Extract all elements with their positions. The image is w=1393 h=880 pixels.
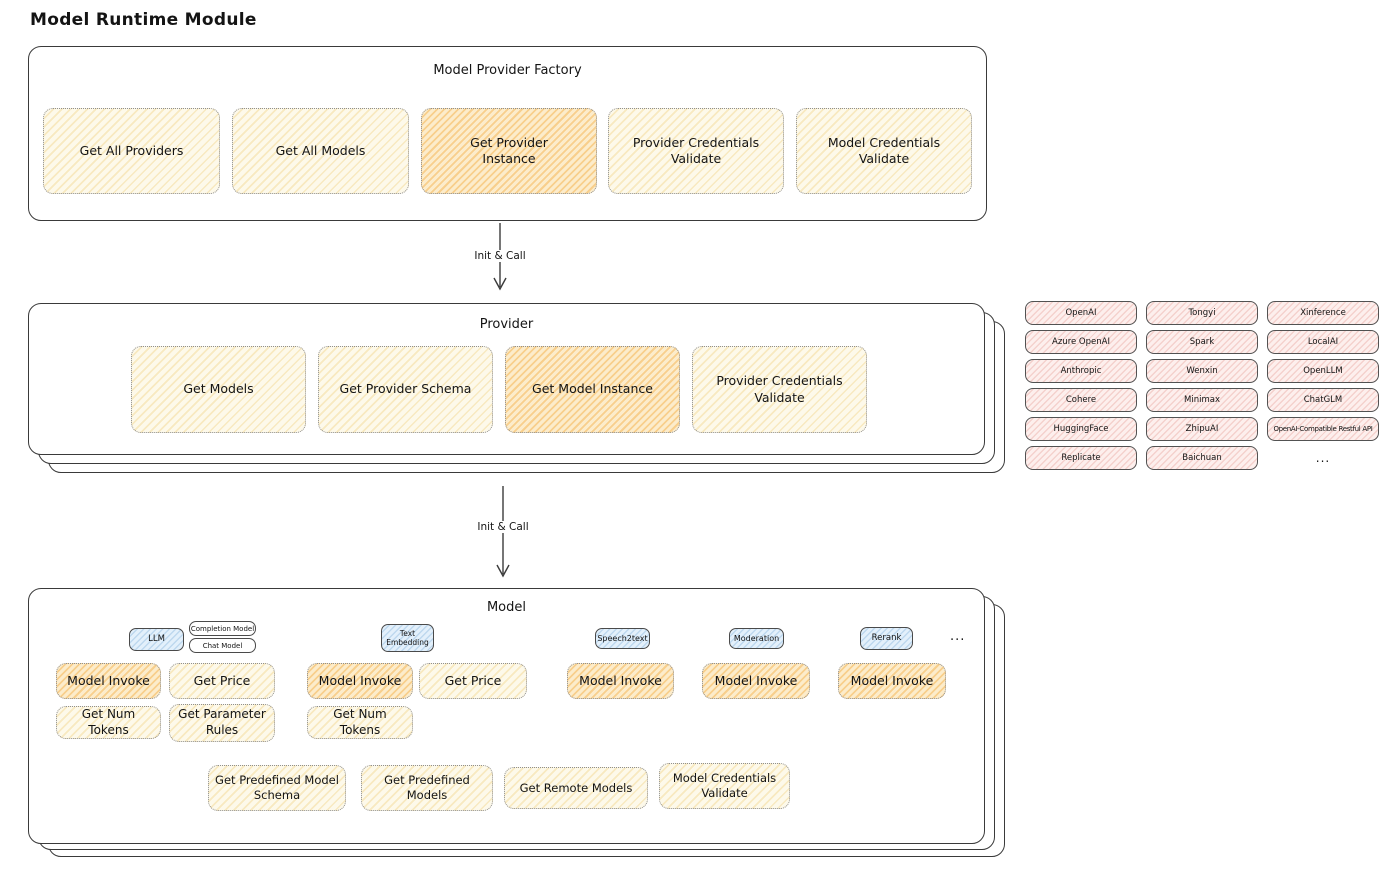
node-get-predefined-models: Get Predefined Models [361,765,493,811]
factory-title: Model Provider Factory [433,63,582,78]
model-box: Model LLM Completion Model Chat Model Te… [28,588,985,844]
pill-rerank: Rerank [860,627,913,650]
provider-chip-huggingface: HuggingFace [1025,417,1137,441]
node-get-models: Get Models [131,346,306,433]
provider-chip-xinference: Xinference [1267,301,1379,325]
node-embedding-model-invoke: Model Invoke [307,663,413,699]
provider-chip-tongyi: Tongyi [1146,301,1258,325]
node-rerank-model-invoke: Model Invoke [838,663,946,699]
node-llm-get-price: Get Price [169,663,275,699]
node-llm-get-num-tokens: Get Num Tokens [56,706,161,739]
node-llm-get-parameter-rules: Get Parameter Rules [169,704,275,742]
provider-chip-openllm: OpenLLM [1267,359,1379,383]
provider-chip-openai: OpenAI [1025,301,1137,325]
node-provider-credentials-validate-2: Provider Credentials Validate [692,346,867,433]
pill-llm: LLM [129,628,184,651]
provider-chip-replicate: Replicate [1025,446,1137,470]
init-call-arrow-2 [496,486,510,578]
pill-moderation: Moderation [729,628,784,649]
tag-completion-model: Completion Model [189,621,256,636]
provider-chip-openai-compatible: OpenAI-Compatible Restful API [1267,417,1379,441]
provider-box: Provider Get Models Get Provider Schema … [28,303,985,455]
provider-chip-baichuan: Baichuan [1146,446,1258,470]
tag-chat-model: Chat Model [189,638,256,653]
node-embedding-get-num-tokens: Get Num Tokens [307,706,413,739]
provider-chip-azure-openai: Azure OpenAI [1025,330,1137,354]
node-get-all-providers: Get All Providers [43,108,220,194]
provider-title: Provider [479,317,534,332]
node-model-credentials-validate: Model Credentials Validate [796,108,972,194]
provider-chip-zhipuai: ZhipuAI [1146,417,1258,441]
node-speech2text-model-invoke: Model Invoke [567,663,674,699]
node-get-model-instance: Get Model Instance [505,346,680,433]
node-get-provider-schema: Get Provider Schema [318,346,493,433]
provider-chip-minimax: Minimax [1146,388,1258,412]
node-get-provider-instance: Get Provider Instance [421,108,597,194]
provider-more-ellipsis: ... [1315,451,1331,465]
node-embedding-get-price: Get Price [419,663,527,699]
provider-chip-spark: Spark [1146,330,1258,354]
provider-chip-wenxin: Wenxin [1146,359,1258,383]
init-call-label-1: Init & Call [470,250,530,262]
node-llm-model-invoke: Model Invoke [56,663,161,699]
pill-speech2text: Speech2text [595,628,650,649]
diagram-title: Model Runtime Module [30,10,257,30]
model-types-ellipsis: ... [950,629,966,644]
node-model-credentials-validate-2: Model Credentials Validate [659,763,790,809]
pill-text-embedding: Text Embedding [381,624,434,652]
node-moderation-model-invoke: Model Invoke [702,663,810,699]
model-title: Model [486,600,527,615]
provider-chip-localai: LocalAI [1267,330,1379,354]
node-get-predefined-model-schema: Get Predefined Model Schema [208,765,346,811]
init-call-label-2: Init & Call [473,521,533,533]
node-get-all-models: Get All Models [232,108,409,194]
provider-chip-cohere: Cohere [1025,388,1137,412]
model-provider-factory-box: Model Provider Factory Get All Providers… [28,46,987,221]
node-get-remote-models: Get Remote Models [504,767,648,809]
provider-list: OpenAI Tongyi Xinference Azure OpenAI Sp… [1025,301,1379,470]
provider-chip-anthropic: Anthropic [1025,359,1137,383]
provider-chip-chatglm: ChatGLM [1267,388,1379,412]
node-provider-credentials-validate: Provider Credentials Validate [608,108,784,194]
